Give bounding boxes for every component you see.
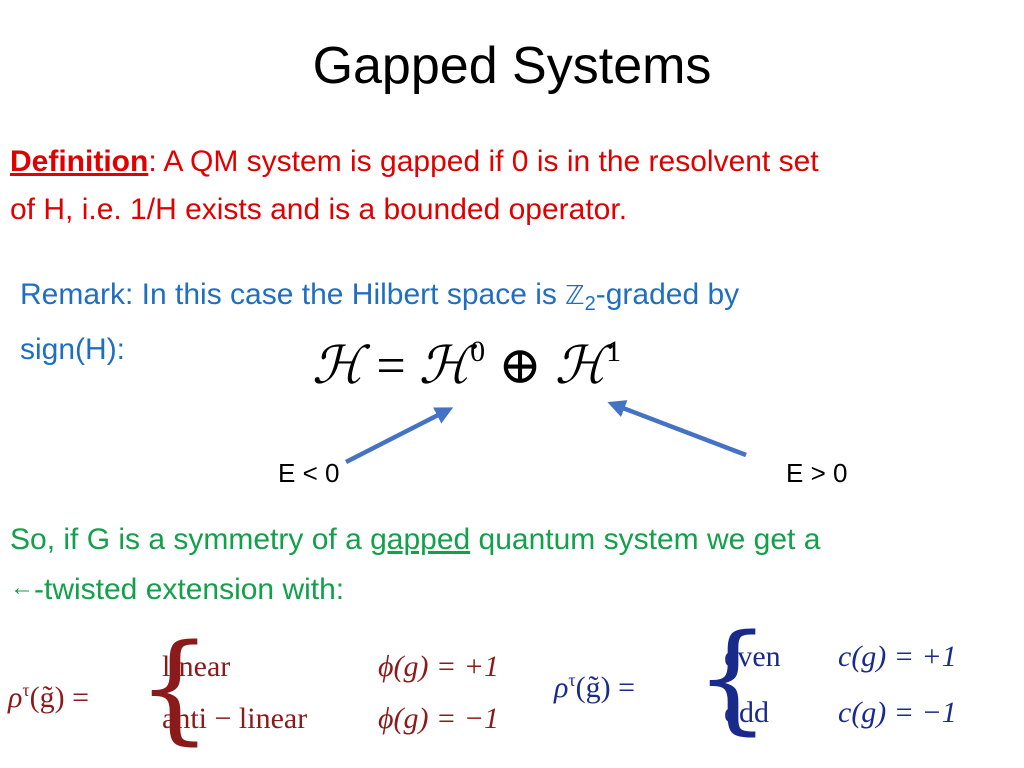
remark-line-2: sign(H): (20, 333, 126, 366)
tau-left: τ (22, 680, 30, 700)
conclusion-line-2: ←-twisted extension with: (10, 564, 820, 614)
label-e-negative: E < 0 (278, 458, 340, 488)
hilbert-h1: ℋ (554, 338, 607, 395)
gapped-word: gapped (370, 523, 471, 556)
left-brace-icon: { (137, 618, 213, 756)
label-e-positive: E > 0 (786, 458, 848, 488)
conclusion-text-1: So, if G is a symmetry of a (10, 523, 371, 556)
hilbert-h0: ℋ (418, 338, 471, 395)
formula-right-row2-cond: c(g) = −1 (838, 696, 957, 729)
formula-right-lhs: ρτ(g̃) = (554, 670, 635, 705)
z-subscript: 2 (584, 293, 596, 315)
tau-right: τ (568, 670, 576, 690)
definition-block: Definition: A QM system is gapped if 0 i… (10, 138, 819, 234)
definition-line-1: Definition: A QM system is gapped if 0 i… (10, 138, 819, 186)
hilbert-decomposition: ℋ = ℋ0 ⊕ ℋ1 (312, 336, 621, 396)
conclusion-text-2: quantum system we get a (470, 523, 821, 556)
formula-left-row2-word: anti − linear (162, 702, 308, 735)
formula-right-row2-word: odd (724, 696, 769, 729)
definition-text-1: : A QM system is gapped if 0 is in the r… (148, 145, 819, 178)
conclusion-text-3: -twisted extension with: (34, 573, 345, 606)
slide-title: Gapped Systems (312, 37, 712, 95)
formula-right-row1-word: even (724, 640, 781, 673)
remark-block: Remark: In this case the Hilbert space i… (20, 272, 739, 373)
remark-line-1: Remark: In this case the Hilbert space i… (20, 272, 739, 327)
formula-left-row1-cond: ϕ(g) = +1 (378, 650, 499, 683)
formula-right-row1-cond: c(g) = +1 (838, 640, 957, 673)
rho-right: ρ (554, 671, 569, 704)
arg-left: (g̃) = (29, 681, 90, 714)
formula-left-lhs: ρτ(g̃) = (8, 680, 89, 715)
right-brace-icon: { (695, 608, 771, 746)
sup-0: 0 (470, 335, 486, 368)
oplus-sign: ⊕ (485, 338, 555, 395)
formula-left-row1-word: linear (162, 650, 231, 683)
twist-arrow-icon: ← (10, 574, 34, 601)
rho-left: ρ (8, 681, 23, 714)
conclusion-line-1: So, if G is a symmetry of a gapped quant… (10, 516, 820, 564)
z-symbol: ℤ (565, 281, 585, 311)
equals-sign: = (363, 338, 419, 395)
definition-line-2: of H, i.e. 1/H exists and is a bounded o… (10, 193, 628, 226)
conclusion-block: So, if G is a symmetry of a gapped quant… (10, 516, 820, 614)
definition-keyword: Definition (10, 145, 149, 178)
remark-text-2: -graded by (595, 278, 740, 311)
sup-1: 1 (606, 335, 622, 368)
arg-right: (g̃) = (575, 671, 636, 704)
formula-left-row2-cond: ϕ(g) = −1 (378, 702, 499, 735)
remark-text-1: Remark: In this case the Hilbert space i… (20, 278, 566, 311)
arrow-to-h0 (344, 407, 454, 465)
arrow-to-h1 (607, 400, 747, 458)
hilbert-lhs: ℋ (312, 338, 364, 395)
